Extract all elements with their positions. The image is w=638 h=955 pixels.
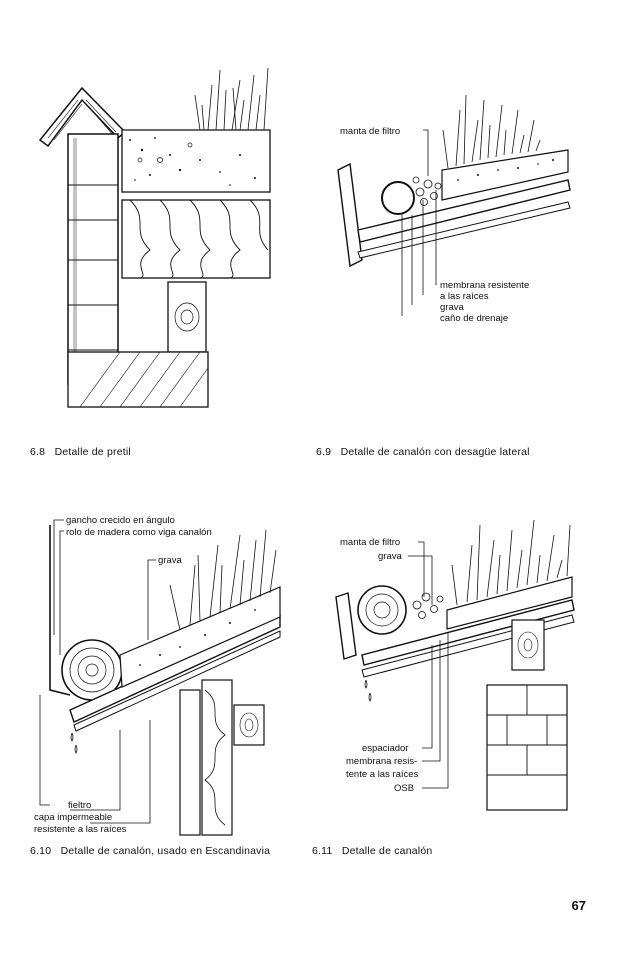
caption-number: 6.10: [30, 845, 52, 857]
label-manta-de-filtro: manta de filtro: [340, 537, 400, 548]
caption-text: Detalle de pretil: [54, 446, 131, 458]
label-rolo-de-madera: rolo de madera como viga canalón: [66, 527, 212, 538]
label-cano-de-drenaje: caño de drenaje: [440, 313, 508, 324]
label-gancho: gancho crecido en ángulo: [66, 515, 175, 526]
gutter-side-drain-drawing: manta de filtro membrana resistente a la…: [337, 94, 571, 324]
caption-6-8: 6.8 Detalle de pretil: [30, 446, 131, 458]
label-grava: grava: [378, 551, 402, 562]
figure-6-11: manta de filtro grava espaciador membran…: [322, 505, 592, 825]
caption-6-9: 6.9 Detalle de canalón con desagüe later…: [316, 446, 530, 458]
label-capa-impermeable: capa impermeable: [34, 812, 112, 823]
parapet-detail-drawing: [38, 67, 271, 408]
label-grava: grava: [440, 302, 464, 313]
label-tente-a-las-raices: tente a las raíces: [346, 769, 419, 780]
caption-text: Detalle de canalón con desagüe lateral: [340, 446, 530, 458]
label-a-las-raices: a las raíces: [440, 291, 489, 302]
caption-6-11: 6.11 Detalle de canalón: [312, 845, 432, 857]
label-grava: grava: [158, 555, 182, 566]
caption-number: 6.11: [312, 845, 333, 857]
gutter-detail-drawing: manta de filtro grava espaciador membran…: [335, 519, 575, 811]
caption-number: 6.8: [30, 446, 46, 458]
figure-6-10: gancho crecido en ángulo rolo de madera …: [30, 505, 290, 840]
page-number: 67: [571, 898, 586, 913]
label-membrana-resistente: membrana resistente: [440, 280, 529, 291]
figure-6-9: manta de filtro membrana resistente a la…: [328, 80, 598, 340]
label-osb: OSB: [394, 783, 414, 794]
label-membrana-resis: membrana resis-: [346, 756, 417, 767]
label-manta-de-filtro: manta de filtro: [340, 126, 400, 137]
label-resistente-raices: resistente a las raíces: [34, 824, 127, 835]
caption-text: Detalle de canalón, usado en Escandinavi…: [60, 845, 271, 857]
caption-number: 6.9: [316, 446, 332, 458]
scandinavian-gutter-drawing: gancho crecido en ángulo rolo de madera …: [34, 515, 281, 836]
figure-6-8: [30, 60, 280, 420]
caption-text: Detalle de canalón: [341, 845, 433, 857]
caption-6-10: 6.10 Detalle de canalón, usado en Escand…: [30, 845, 270, 857]
label-fieltro: fieltro: [68, 800, 91, 811]
label-espaciador: espaciador: [362, 743, 408, 754]
